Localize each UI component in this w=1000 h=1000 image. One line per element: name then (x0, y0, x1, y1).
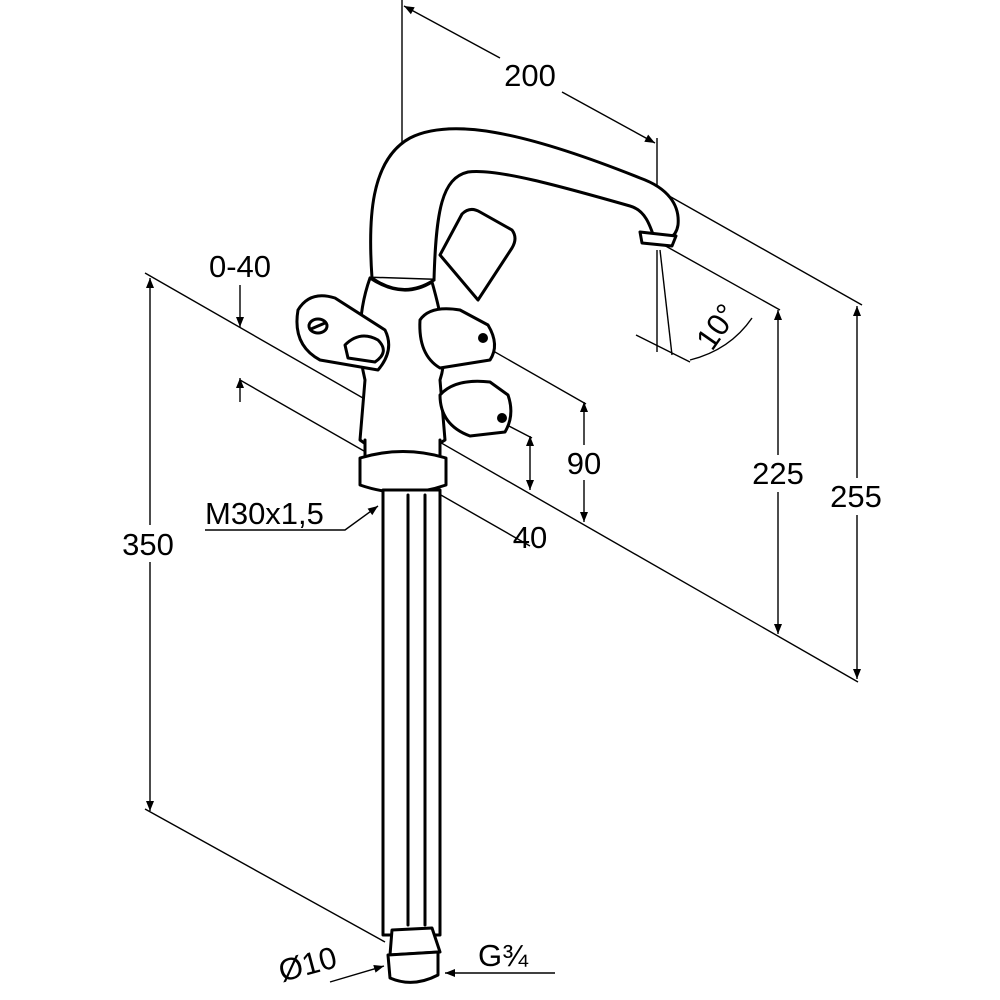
angle-arc (689, 317, 753, 361)
right-lower-handle (438, 379, 513, 438)
indicator-dot (478, 333, 488, 343)
label-255: 255 (830, 479, 882, 514)
screw-slot (309, 321, 327, 331)
dim-200-line-a (403, 5, 501, 59)
top-lever-handle (438, 207, 517, 302)
extension-line-255 (654, 187, 863, 306)
faucet (295, 127, 680, 984)
compression-fitting (388, 926, 442, 957)
label-connection: G¾ (478, 938, 529, 973)
dim-200-line-b (561, 91, 656, 144)
diameter-leader (329, 965, 385, 983)
extension-line-225 (661, 243, 781, 311)
angle-line (659, 249, 673, 356)
dimension-labels: 200 0-40 10° 90 225 255 350 M30x1,5 40 Ø… (122, 58, 882, 989)
extension-line-40 (504, 423, 533, 439)
label-0-40: 0-40 (209, 249, 271, 284)
connection-nut (386, 950, 440, 984)
bottom-extension-line (144, 808, 386, 943)
label-225: 225 (752, 456, 804, 491)
label-angle: 10° (689, 298, 745, 356)
label-thread: M30x1,5 (205, 496, 324, 531)
thread-leader (205, 505, 379, 531)
extension-line-90 (487, 347, 587, 405)
mounting-nut (358, 450, 448, 494)
aerator (638, 230, 678, 248)
indicator-dot (497, 413, 507, 423)
spout (369, 127, 680, 282)
dimension-lines (144, 0, 863, 983)
label-350: 350 (122, 527, 174, 562)
label-200: 200 (504, 58, 556, 93)
left-handle-tip (343, 334, 385, 364)
label-90: 90 (567, 446, 601, 481)
base-line (144, 272, 859, 683)
supply-pipe (381, 488, 442, 937)
angle-leader (635, 334, 691, 363)
label-40: 40 (513, 520, 547, 555)
right-upper-handle (418, 307, 496, 370)
